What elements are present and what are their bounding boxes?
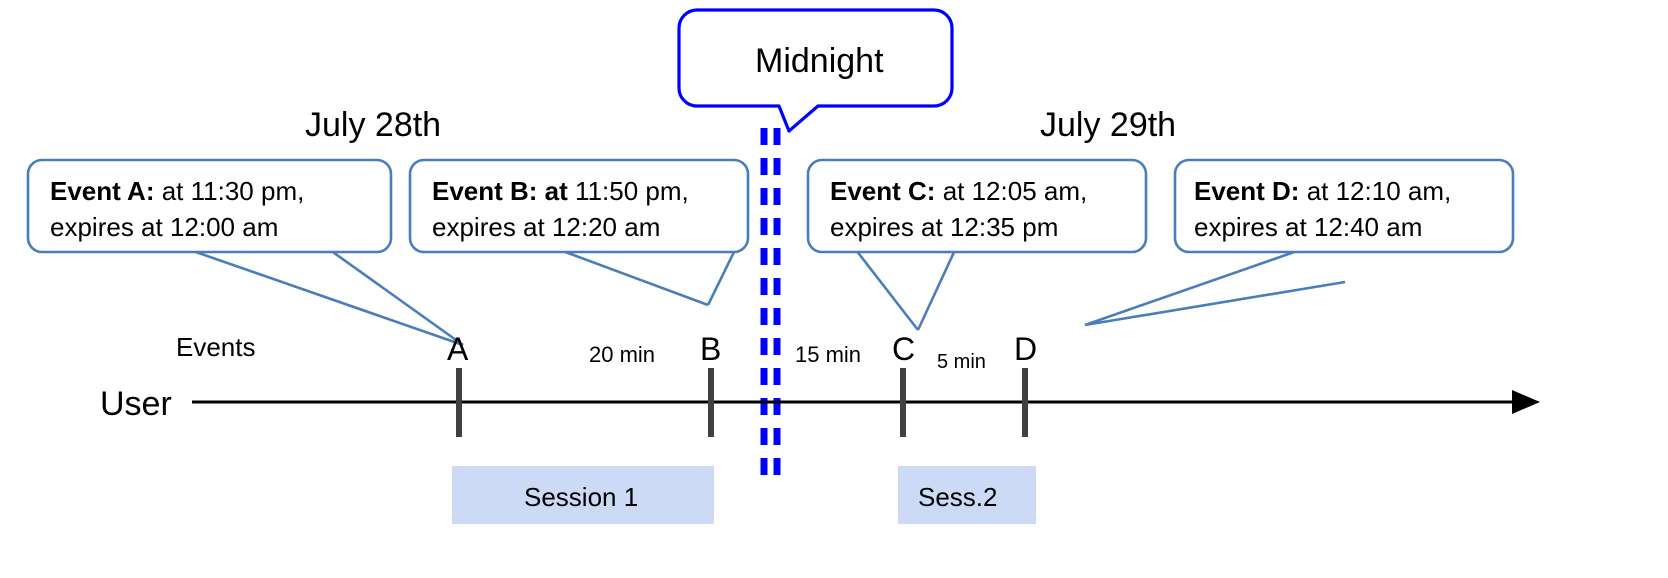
callout-event-b-line1: Event B: at 11:50 pm, [432,176,689,206]
callout-event-a-box [26,158,393,254]
leader-line-b-left [559,248,709,307]
leader-line-b-right [706,249,737,306]
callout-event-d-line2: expires at 12:40 am [1194,212,1422,242]
midnight-callout: Midnight [677,8,954,133]
session-2-band [898,466,1036,524]
callout-event-d[interactable]: Event D: at 12:10 am, expires at 12:40 a… [1173,158,1515,254]
midnight-label: Midnight [755,42,884,80]
leader-line-a-right [329,248,464,347]
timeline-axis: User Events [100,332,1540,423]
callout-event-b-line2: expires at 12:20 am [432,212,660,242]
callout-event-a-line1: Event A: at 11:30 pm, [50,176,304,206]
event-ticks [456,368,1028,437]
leader-line-a-left [189,248,464,347]
session-1-band [452,466,714,524]
callout-event-a-line2: expires at 12:00 am [50,212,278,242]
callout-event-c-line1: Event C: at 12:05 am, [830,176,1087,206]
date-label-july-28: July 28th [305,106,441,144]
event-letter-c: C [892,331,915,367]
leader-line-c-left [854,249,920,331]
gap-label-cd: 5 min [937,351,986,373]
callout-event-c-box [806,158,1148,254]
event-letter-a: A [447,331,469,367]
callout-event-a-rest: at 11:30 pm, [155,176,305,206]
callout-event-b[interactable]: Event B: at 11:50 pm, expires at 12:20 a… [408,158,750,254]
callout-event-a[interactable]: Event A: at 11:30 pm, expires at 12:00 a… [26,158,393,254]
callout-leader-lines [189,248,1346,347]
callout-event-b-rest: 11:50 pm, [568,176,689,206]
callout-event-c-rest: at 12:05 am, [935,176,1087,206]
callout-event-c-bold: Event C: [830,176,935,206]
callout-event-b-box [408,158,750,254]
gap-label-bc: 15 min [795,342,861,367]
callout-event-a-bold: Event A: [50,176,155,206]
midnight-divider [760,128,781,476]
session-bands: Session 1 Sess.2 [452,466,1036,524]
leader-line-c-right [916,249,957,331]
callout-event-d-line1: Event D: at 12:10 am, [1194,176,1451,206]
midnight-callout-bubble [677,8,954,133]
event-letter-b: B [700,331,721,367]
leader-line-d-top [1084,248,1301,327]
leader-line-d-bottom [1084,280,1346,327]
callout-event-d-rest: at 12:10 am, [1299,176,1451,206]
callout-event-b-bold: Event B: at [432,176,568,206]
session-2-label: Sess.2 [918,482,998,512]
session-1-label: Session 1 [524,482,638,512]
gap-label-ab: 20 min [589,342,655,367]
axis-arrowhead-icon [1512,390,1540,414]
date-label-july-29: July 29th [1040,106,1176,144]
event-letters: A B C D [447,331,1037,367]
axis-row-label-events: Events [176,332,256,362]
callout-event-d-box [1173,158,1515,254]
callout-event-c-line2: expires at 12:35 pm [830,212,1058,242]
gap-labels: 20 min 15 min 5 min [589,342,986,373]
callout-event-d-bold: Event D: [1194,176,1299,206]
event-letter-d: D [1014,331,1037,367]
callout-event-c[interactable]: Event C: at 12:05 am, expires at 12:35 p… [806,158,1148,254]
axis-row-label-user: User [100,385,172,423]
